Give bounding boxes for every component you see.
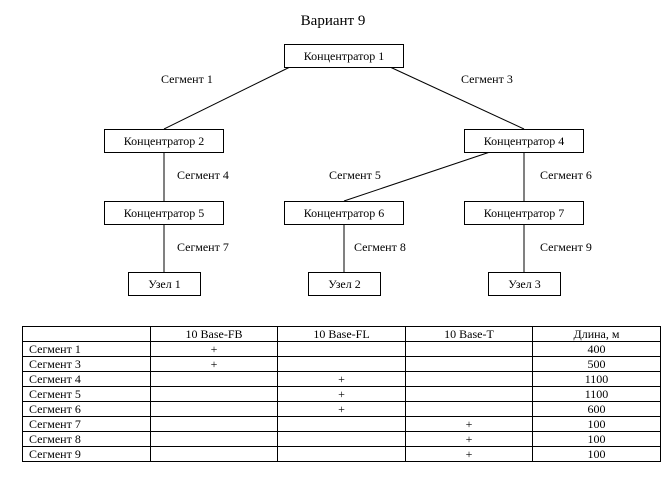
t-cell xyxy=(405,341,533,357)
segment-9-label: Сегмент 9 xyxy=(540,240,592,254)
segment-name-cell: Сегмент 9 xyxy=(22,446,151,462)
fl-cell: + xyxy=(277,386,406,402)
topology-links xyxy=(163,66,525,272)
table-header-cell xyxy=(22,326,151,342)
t-cell xyxy=(405,386,533,402)
page-title: Вариант 9 xyxy=(300,13,366,29)
length-cell: 1100 xyxy=(532,386,661,402)
fl-cell: + xyxy=(277,401,406,417)
link-segment-1 xyxy=(163,66,291,130)
length-cell: 400 xyxy=(532,341,661,357)
segment-3-label: Сегмент 3 xyxy=(461,72,513,86)
hub-6: Концентратор 6 xyxy=(284,201,404,225)
fl-cell xyxy=(277,356,406,372)
length-cell: 1100 xyxy=(532,371,661,387)
length-cell: 600 xyxy=(532,401,661,417)
table-row: Сегмент 1 + 400 xyxy=(22,341,661,357)
node-2: Узел 2 xyxy=(308,272,381,296)
link-segment-3 xyxy=(389,66,525,130)
table-row: Сегмент 7 + 100 xyxy=(22,416,661,432)
fb-cell xyxy=(150,401,278,417)
fb-cell: + xyxy=(150,341,278,357)
fb-cell xyxy=(150,371,278,387)
segment-name-cell: Сегмент 7 xyxy=(22,416,151,432)
table-header-row: 10 Base-FB 10 Base-FL 10 Base-T Длина, м xyxy=(22,326,661,342)
segment-name-cell: Сегмент 6 xyxy=(22,401,151,417)
length-cell: 100 xyxy=(532,446,661,462)
fb-cell xyxy=(150,431,278,447)
segment-8-label: Сегмент 8 xyxy=(354,240,406,254)
table-row: Сегмент 6 + 600 xyxy=(22,401,661,417)
table-row: Сегмент 5 + 1100 xyxy=(22,386,661,402)
fl-cell xyxy=(277,446,406,462)
length-cell: 100 xyxy=(532,431,661,447)
segment-6-label: Сегмент 6 xyxy=(540,168,592,182)
table-header-cell: 10 Base-FL xyxy=(277,326,406,342)
segment-name-cell: Сегмент 8 xyxy=(22,431,151,447)
fl-cell xyxy=(277,341,406,357)
hub-5: Концентратор 5 xyxy=(104,201,224,225)
t-cell: + xyxy=(405,416,533,432)
length-cell: 100 xyxy=(532,416,661,432)
t-cell xyxy=(405,371,533,387)
table-header-cell: Длина, м xyxy=(532,326,661,342)
t-cell xyxy=(405,401,533,417)
table-row: Сегмент 4 + 1100 xyxy=(22,371,661,387)
segment-spec-table: 10 Base-FB 10 Base-FL 10 Base-T Длина, м… xyxy=(22,326,661,462)
table-header-cell: 10 Base-FB xyxy=(150,326,278,342)
length-cell: 500 xyxy=(532,356,661,372)
fb-cell xyxy=(150,446,278,462)
hub-4: Концентратор 4 xyxy=(464,129,584,153)
table-row: Сегмент 3 + 500 xyxy=(22,356,661,372)
segment-name-cell: Сегмент 3 xyxy=(22,356,151,372)
hub-2: Концентратор 2 xyxy=(104,129,224,153)
segment-name-cell: Сегмент 5 xyxy=(22,386,151,402)
fb-cell: + xyxy=(150,356,278,372)
segment-1-label: Сегмент 1 xyxy=(161,72,213,86)
segment-4-label: Сегмент 4 xyxy=(177,168,229,182)
t-cell: + xyxy=(405,431,533,447)
segment-name-cell: Сегмент 1 xyxy=(22,341,151,357)
table-header-cell: 10 Base-T xyxy=(405,326,533,342)
fb-cell xyxy=(150,386,278,402)
fl-cell xyxy=(277,431,406,447)
hub-7: Концентратор 7 xyxy=(464,201,584,225)
fl-cell xyxy=(277,416,406,432)
fb-cell xyxy=(150,416,278,432)
segment-name-cell: Сегмент 4 xyxy=(22,371,151,387)
t-cell xyxy=(405,356,533,372)
fl-cell: + xyxy=(277,371,406,387)
segment-5-label: Сегмент 5 xyxy=(329,168,381,182)
node-3: Узел 3 xyxy=(488,272,561,296)
table-row: Сегмент 9 + 100 xyxy=(22,446,661,462)
link-segment-5 xyxy=(343,151,491,202)
t-cell: + xyxy=(405,446,533,462)
table-row: Сегмент 8 + 100 xyxy=(22,431,661,447)
node-1: Узел 1 xyxy=(128,272,201,296)
hub-1: Концентратор 1 xyxy=(284,44,404,68)
segment-7-label: Сегмент 7 xyxy=(177,240,229,254)
